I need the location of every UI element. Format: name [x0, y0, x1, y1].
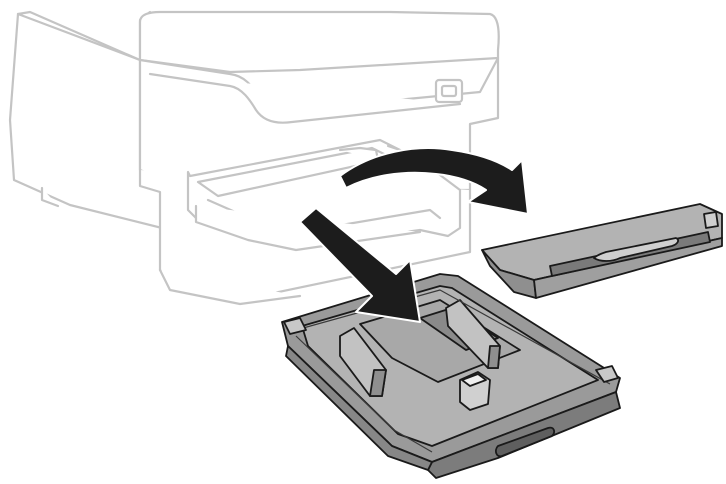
arrow-remove-cover-shaft	[339, 147, 529, 215]
front-panel-button-inner	[440, 84, 458, 98]
paper-cassette	[281, 273, 621, 479]
paper-cassette-cover	[481, 203, 723, 299]
arrow-pull-cassette-shaft	[299, 207, 421, 323]
printer-base-edge	[158, 268, 302, 306]
arrow-remove-cover	[339, 147, 529, 215]
cassette-right-guide-front	[487, 345, 501, 369]
cassette-front-handle	[495, 426, 555, 458]
cassette-left-guide-front	[369, 369, 387, 397]
scanner-unit	[138, 10, 500, 74]
cassette-rim-ridge-back	[295, 289, 611, 385]
cassette-lift-plate	[359, 299, 521, 383]
cassette-corner-tab-right	[595, 365, 619, 383]
cover-edge-tab	[703, 211, 719, 229]
printer-foot-left	[40, 186, 60, 208]
front-band-edge	[148, 72, 462, 124]
slot-guide-tab	[338, 146, 380, 162]
cassette-corner-tab-left	[283, 317, 307, 335]
cover-handle-grip	[593, 237, 679, 262]
cassette-rear-guide-top	[461, 373, 487, 387]
cassette-left-face	[285, 345, 433, 471]
arrow-pull-cassette	[299, 207, 421, 323]
cassette-rim-ridge-left	[295, 335, 433, 453]
